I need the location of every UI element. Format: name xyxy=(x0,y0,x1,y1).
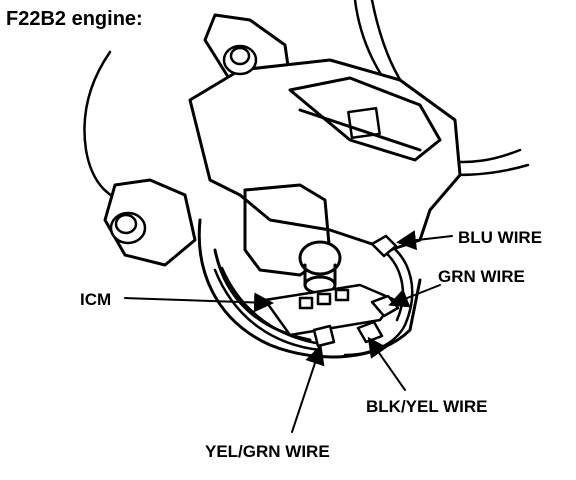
bolt-left xyxy=(109,211,147,245)
wire-harness xyxy=(213,243,414,357)
yel-grn-wire-leader xyxy=(291,344,325,433)
blu-wire-label: BLU WIRE xyxy=(458,228,542,247)
grn-wire-label: GRN WIRE xyxy=(438,267,525,286)
yel-grn-wire-label: YEL/GRN WIRE xyxy=(205,442,330,461)
bolt-top xyxy=(222,44,258,76)
blu-wire-leader xyxy=(396,230,453,251)
cap-tab xyxy=(347,106,381,140)
blu-wire-terminal xyxy=(370,234,398,258)
blk-yel-wire-leader xyxy=(367,336,406,391)
icm-leader xyxy=(124,292,274,313)
yel-grn-wire-terminal xyxy=(312,324,336,348)
icm-label: ICM xyxy=(80,290,111,309)
blk-yel-wire-label: BLK/YEL WIRE xyxy=(366,397,488,416)
diagram-title: F22B2 engine: xyxy=(6,8,143,30)
distributor-shaft xyxy=(298,240,342,295)
grn-wire-leader xyxy=(388,284,441,308)
